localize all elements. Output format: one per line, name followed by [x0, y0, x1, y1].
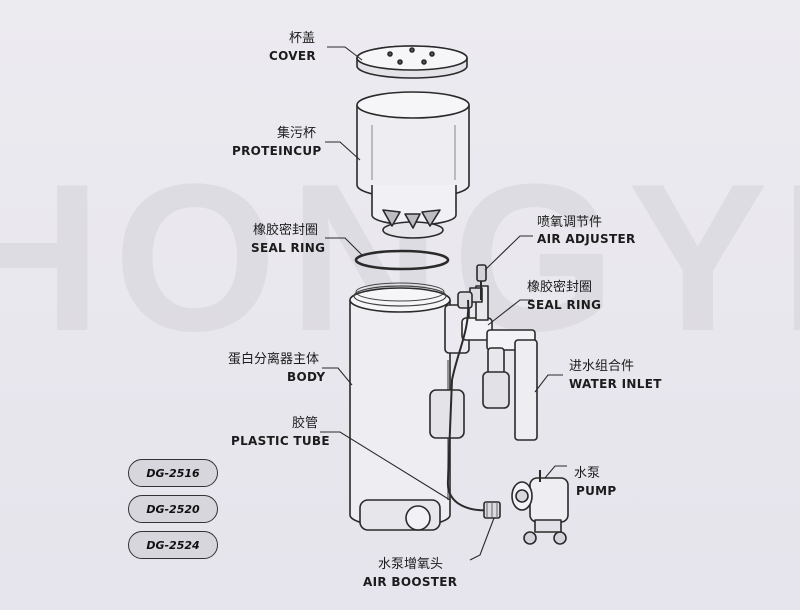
air-adjuster-label-en: AIR ADJUSTER: [537, 232, 636, 246]
model-badge: DG-2520: [128, 495, 218, 523]
protein-cup-label-en: PROTEINCUP: [232, 144, 322, 158]
valve-assembly: [444, 264, 493, 354]
seal-ring-2-label-en: SEAL RING: [527, 298, 602, 312]
seal-ring-top: [354, 249, 450, 271]
seal-ring-label-zh: 橡胶密封圈: [253, 223, 319, 238]
body-label-zh: 蛋白分离器主体: [228, 352, 320, 367]
plastic-tube-label-en: PLASTIC TUBE: [231, 434, 330, 448]
water-inlet-label-en: WATER INLET: [569, 377, 662, 391]
cover-label-zh: 杯盖: [289, 31, 316, 46]
water-inlet-part: [482, 329, 538, 441]
model-badge: DG-2524: [128, 531, 218, 559]
cover-label-en: COVER: [269, 49, 316, 63]
leader-lines: [320, 46, 567, 561]
pump-part: [511, 470, 569, 545]
pump-label-en: PUMP: [576, 484, 617, 498]
plastic-tube-label-zh: 胶管: [292, 416, 319, 431]
air-booster-part: [483, 501, 501, 519]
model-badge: DG-2516: [128, 459, 218, 487]
seal-ring-label-en: SEAL RING: [251, 241, 326, 255]
air-booster-label-en: AIR BOOSTER: [363, 575, 458, 589]
body-part: [349, 282, 465, 531]
protein-cup-label-zh: 集污杯: [277, 126, 317, 141]
air-adjuster-label-zh: 喷氧调节件: [537, 215, 603, 230]
cover-part: [356, 45, 468, 79]
seal-ring-2-label-zh: 橡胶密封圈: [527, 280, 593, 295]
air-booster-label-zh: 水泵增氧头: [378, 557, 444, 572]
pump-label-zh: 水泵: [574, 466, 601, 481]
plastic-tube-line: [446, 299, 493, 512]
water-inlet-label-zh: 进水组合件: [569, 359, 635, 374]
protein-cup-part: [356, 91, 470, 239]
body-label-en: BODY: [287, 370, 326, 384]
